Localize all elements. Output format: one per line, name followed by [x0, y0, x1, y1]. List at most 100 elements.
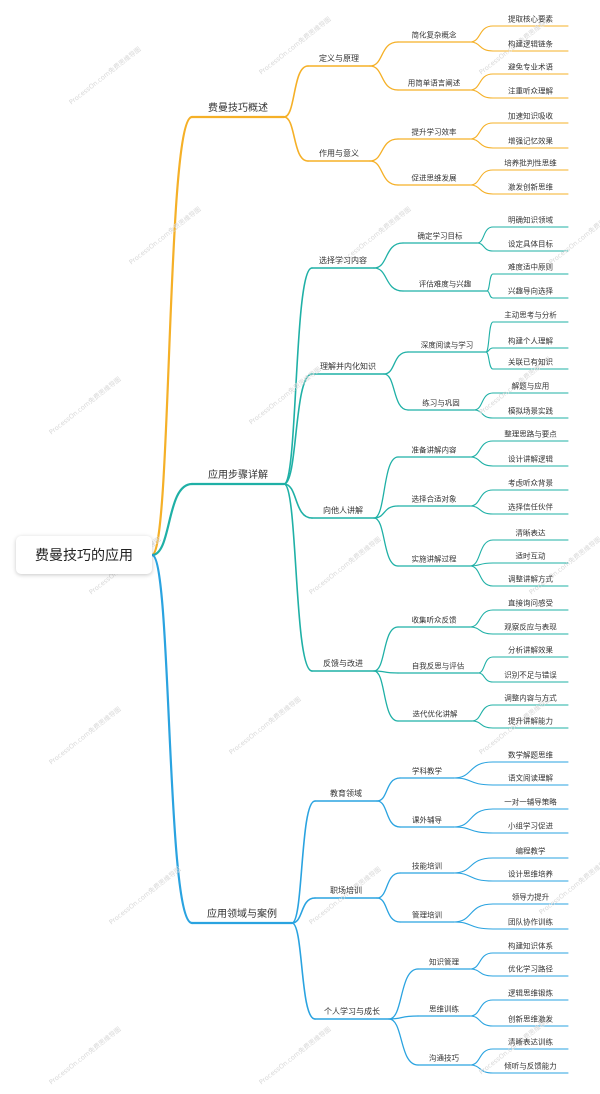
topic-node-1-2[interactable]: 向他人讲解: [323, 506, 363, 515]
leaf-node-1-2-1-1[interactable]: 选择信任伙伴: [508, 502, 553, 512]
leaf-node-1-3-1-0[interactable]: 分析讲解效果: [508, 645, 553, 655]
leaf-node-2-1-1-0[interactable]: 领导力提升: [511, 892, 550, 902]
subtopic-node-1-0-1[interactable]: 评估难度与兴趣: [418, 279, 472, 289]
subtopic-node-2-2-2[interactable]: 沟通技巧: [429, 1053, 459, 1063]
topic-node-1-0[interactable]: 选择学习内容: [319, 256, 367, 265]
subtopic-node-2-0-0[interactable]: 学科教学: [412, 766, 442, 776]
edge-leaf-0-0-0-0: [469, 25, 494, 43]
leaf-node-0-0-1-1[interactable]: 注重听众理解: [508, 86, 553, 96]
leaf-node-1-2-1-0[interactable]: 考虑听众背景: [508, 478, 553, 488]
leaf-node-1-0-1-0[interactable]: 难度适中原则: [508, 262, 553, 272]
leaf-node-0-1-0-1[interactable]: 增强记忆效果: [508, 136, 553, 146]
edge-leaf-2-0-1-0: [453, 808, 494, 828]
subtopic-node-1-0-0[interactable]: 确定学习目标: [417, 231, 463, 241]
subtopic-node-1-2-2[interactable]: 实施讲解过程: [411, 554, 457, 564]
branch-node-0[interactable]: 费曼技巧概述: [208, 103, 268, 114]
subtopic-node-2-1-0[interactable]: 技能培训: [412, 861, 442, 871]
leaf-node-2-2-2-1[interactable]: 倾听与反馈能力: [504, 1061, 557, 1071]
subtopic-node-1-2-0[interactable]: 准备讲解内容: [411, 445, 457, 455]
edge-leaf-1-2-1-1: [469, 505, 494, 515]
leaf-node-1-3-2-0[interactable]: 调整内容与方式: [504, 693, 557, 703]
leaf-node-2-1-1-1[interactable]: 团队协作训练: [508, 917, 553, 927]
edge-topic-1-2-0: [373, 456, 399, 519]
subtopic-node-2-1-1[interactable]: 管理培训: [412, 910, 442, 920]
subtopic-node-0-0-1[interactable]: 用简单语言阐述: [407, 78, 461, 88]
leaf-node-0-1-0-0[interactable]: 加速知识吸收: [508, 111, 553, 121]
edge-branch-1-2: [283, 483, 313, 519]
leaf-node-0-1-1-1[interactable]: 激发创新思维: [508, 182, 553, 192]
leaf-node-0-0-1-0[interactable]: 避免专业术语: [508, 62, 553, 72]
leaf-node-1-2-0-1[interactable]: 设计讲解逻辑: [508, 454, 553, 464]
leaf-node-2-0-0-0[interactable]: 数学解题思维: [508, 750, 553, 760]
leaf-node-1-3-0-0[interactable]: 直接询问感受: [508, 598, 553, 608]
leaf-node-1-0-0-0[interactable]: 明确知识领域: [508, 215, 553, 225]
leaf-node-1-1-1-0[interactable]: 解题与应用: [511, 381, 550, 391]
edge-leaf-2-2-0-1: [469, 968, 494, 977]
subtopic-node-0-0-0[interactable]: 简化复杂概念: [411, 30, 457, 40]
topic-node-1-3[interactable]: 反馈与改进: [323, 659, 363, 668]
leaf-node-1-2-2-0[interactable]: 清晰表达: [515, 528, 546, 538]
topic-node-2-1[interactable]: 职场培训: [330, 886, 362, 895]
leaf-node-1-1-1-1[interactable]: 模拟场景实践: [508, 406, 553, 416]
subtopic-node-2-2-0[interactable]: 知识管理: [429, 957, 459, 967]
subtopic-node-1-3-1[interactable]: 自我反思与评估: [411, 661, 465, 671]
edge-leaf-1-1-0-0: [485, 321, 494, 353]
edge-leaf-0-1-1-1: [469, 184, 494, 195]
topic-node-2-2[interactable]: 个人学习与成长: [324, 1007, 380, 1016]
leaf-node-1-3-0-1[interactable]: 观察反应与表现: [504, 622, 557, 632]
leaf-node-1-0-0-1[interactable]: 设定具体目标: [508, 239, 553, 249]
leaf-node-1-2-0-0[interactable]: 整理思路与要点: [504, 429, 557, 439]
subtopic-node-1-1-0[interactable]: 深度阅读与学习: [420, 340, 474, 350]
topic-node-2-0[interactable]: 教育领域: [330, 789, 362, 798]
edge-leaf-1-3-2-1: [471, 720, 494, 729]
subtopic-node-0-1-1[interactable]: 促进思维发展: [411, 173, 457, 183]
edge-leaf-2-1-0-1: [453, 872, 494, 882]
topic-node-0-1[interactable]: 作用与意义: [319, 149, 359, 158]
leaf-node-1-2-2-1[interactable]: 适时互动: [515, 551, 546, 561]
leaf-node-2-0-0-1[interactable]: 语文阅读理解: [508, 773, 553, 783]
branch-node-2[interactable]: 应用领域与案例: [207, 909, 277, 920]
subtopic-node-0-1-0[interactable]: 提升学习效率: [411, 127, 457, 137]
leaf-node-2-0-1-0[interactable]: 一对一辅导策略: [504, 797, 557, 807]
leaf-node-2-1-0-0[interactable]: 编程教学: [515, 846, 546, 856]
edge-topic-2-0-0: [376, 777, 401, 802]
leaf-node-2-2-1-1[interactable]: 创新思维激发: [508, 1014, 553, 1024]
edge-topic-1-2-2: [373, 517, 399, 567]
subtopic-node-1-3-2[interactable]: 迭代优化讲解: [412, 709, 458, 719]
leaf-node-1-1-0-2[interactable]: 关联已有知识: [508, 357, 553, 367]
edge-leaf-0-0-0-1: [469, 41, 494, 52]
leaf-node-2-1-0-1[interactable]: 设计思维培养: [508, 869, 553, 879]
topic-node-0-0[interactable]: 定义与原理: [319, 54, 359, 63]
leaf-node-1-1-0-0[interactable]: 主动思考与分析: [504, 310, 557, 320]
root-node[interactable]: 费曼技巧的应用: [16, 536, 152, 574]
edge-leaf-2-1-0-0: [453, 857, 494, 874]
leaf-node-2-0-1-1[interactable]: 小组学习促进: [508, 821, 553, 831]
edge-topic-0-0-1: [369, 65, 399, 91]
leaf-node-1-0-1-1[interactable]: 兴趣导向选择: [508, 286, 553, 296]
leaf-node-2-2-0-0[interactable]: 构建知识体系: [508, 941, 553, 951]
leaf-node-2-2-1-0[interactable]: 逻辑思维锻炼: [508, 988, 553, 998]
topic-node-1-1[interactable]: 理解并内化知识: [320, 362, 376, 371]
leaf-node-2-2-0-1[interactable]: 优化学习路径: [508, 964, 553, 974]
edge-root-branch-0: [150, 115, 194, 557]
edge-leaf-2-2-1-0: [469, 999, 494, 1017]
edge-leaf-0-1-0-1: [469, 138, 494, 149]
leaf-node-0-0-0-0[interactable]: 提取核心要素: [508, 14, 553, 24]
leaf-node-1-1-0-1[interactable]: 构建个人理解: [508, 336, 553, 346]
edge-leaf-1-2-0-0: [469, 440, 494, 458]
subtopic-node-1-1-1[interactable]: 练习与巩固: [422, 398, 460, 408]
branch-node-1[interactable]: 应用步骤详解: [208, 470, 268, 481]
edge-leaf-2-0-1-1: [453, 826, 494, 834]
subtopic-node-2-0-1[interactable]: 课外辅导: [412, 815, 442, 825]
leaf-node-1-3-1-1[interactable]: 识别不足与错误: [504, 670, 557, 680]
edge-leaf-1-3-0-0: [469, 609, 494, 628]
leaf-node-1-3-2-1[interactable]: 提升讲解能力: [508, 716, 553, 726]
leaf-node-1-2-2-2[interactable]: 调整讲解方式: [508, 574, 553, 584]
leaf-node-0-0-0-1[interactable]: 构建逻辑链条: [508, 39, 553, 49]
subtopic-node-2-2-1[interactable]: 思维训练: [429, 1004, 459, 1014]
subtopic-node-1-3-0[interactable]: 收集听众反馈: [411, 615, 457, 625]
edge-leaf-1-0-1-0: [486, 273, 494, 292]
leaf-node-2-2-2-0[interactable]: 清晰表达训练: [508, 1037, 553, 1047]
leaf-node-0-1-1-0[interactable]: 培养批判性思维: [504, 158, 557, 168]
subtopic-node-1-2-1[interactable]: 选择合适对象: [411, 494, 457, 504]
